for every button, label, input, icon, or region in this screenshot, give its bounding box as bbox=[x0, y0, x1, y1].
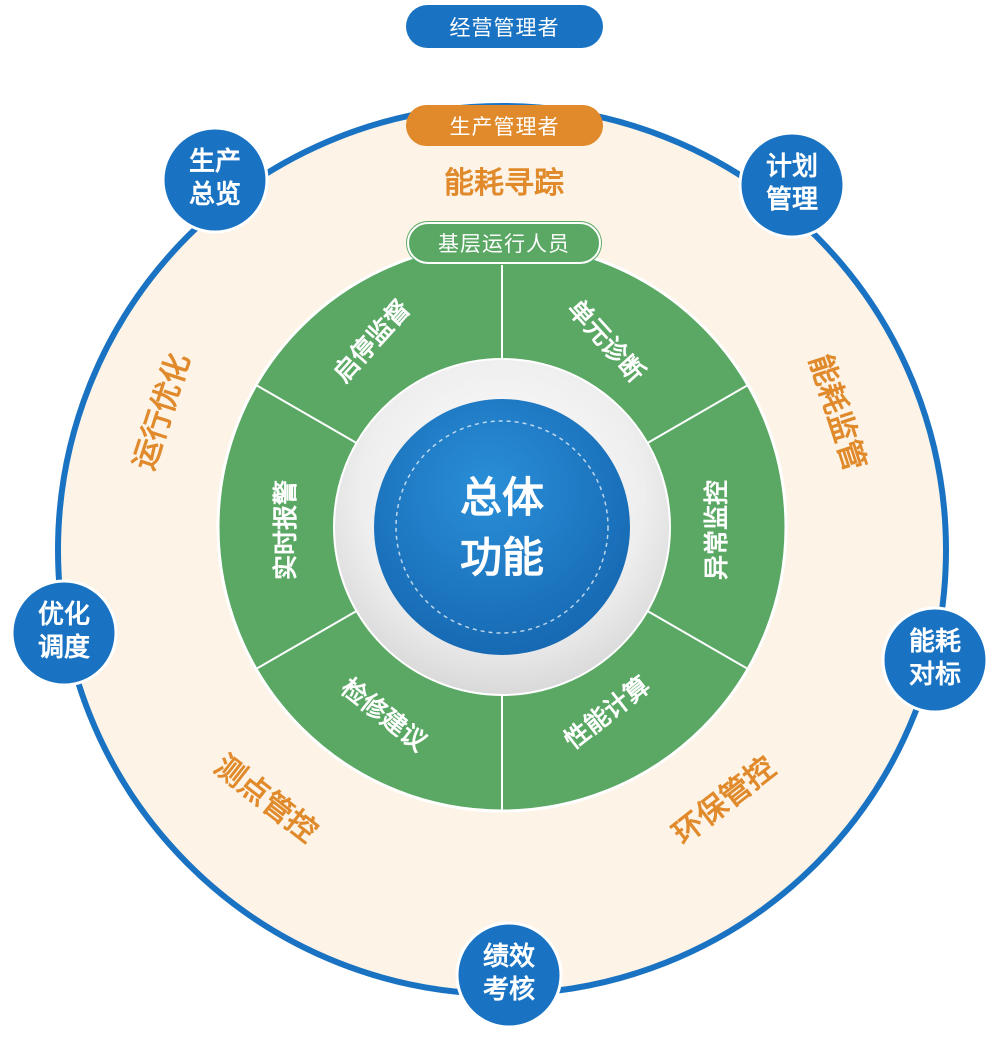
node-energy-benchmark: 能耗 对标 bbox=[881, 606, 989, 714]
segment-label-anomaly: 异常监控 bbox=[702, 480, 731, 580]
segment-divider bbox=[646, 384, 749, 444]
node-production-overview: 生产 总览 bbox=[161, 126, 269, 234]
svg-text:对标: 对标 bbox=[909, 660, 961, 690]
center-circle bbox=[374, 399, 630, 655]
middle-label-energy-trace: 能耗寻踪 bbox=[444, 166, 564, 201]
node-performance-assessment: 绩效 考核 bbox=[455, 921, 563, 1029]
role-label-business-manager: 经营管理者 bbox=[449, 15, 560, 40]
center-title-line2: 功能 bbox=[460, 533, 544, 582]
role-label-production-manager: 生产管理者 bbox=[449, 114, 560, 139]
svg-text:考核: 考核 bbox=[483, 974, 535, 1005]
center-title-line1: 总体 bbox=[460, 473, 544, 522]
segment-divider bbox=[255, 610, 358, 670]
segment-label-alarm: 实时报警 bbox=[271, 480, 300, 580]
role-pill-production-manager: 生产管理者 bbox=[406, 105, 603, 146]
svg-text:计划: 计划 bbox=[766, 152, 818, 182]
node-optimize-dispatch: 优化 调度 bbox=[10, 579, 118, 687]
segment-divider bbox=[646, 610, 749, 670]
svg-text:能耗: 能耗 bbox=[909, 626, 961, 657]
role-pill-business-manager: 经营管理者 bbox=[406, 5, 603, 48]
segment-divider bbox=[255, 384, 358, 444]
svg-text:优化: 优化 bbox=[38, 600, 90, 630]
role-label-frontline-operator: 基层运行人员 bbox=[438, 232, 570, 256]
svg-text:管理: 管理 bbox=[766, 185, 818, 215]
svg-text:绩效: 绩效 bbox=[483, 941, 535, 972]
role-pill-frontline-operator: 基层运行人员 bbox=[407, 222, 601, 264]
svg-text:总览: 总览 bbox=[189, 180, 241, 210]
svg-text:调度: 调度 bbox=[38, 632, 90, 663]
node-plan-management: 计划 管理 bbox=[738, 131, 846, 239]
svg-text:生产: 生产 bbox=[189, 147, 241, 177]
center-dashed-ring bbox=[395, 420, 609, 634]
